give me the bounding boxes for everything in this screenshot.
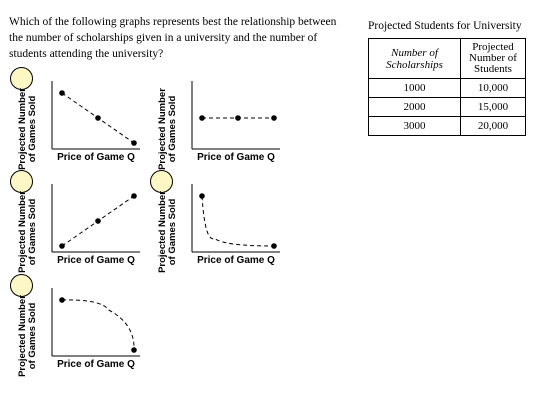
data-point [131,193,137,199]
data-point [199,115,205,121]
data-point [271,115,277,121]
table-header-row: Number of Scholarships Projected Number … [368,38,526,79]
data-point [131,347,137,353]
answer-option-2[interactable]: Projected Number of Games Sold Price of … [150,67,290,170]
table-title: Projected Students for University [368,20,522,32]
graph-decreasing-decay [191,184,280,253]
data-point [235,115,241,121]
option-radio-button[interactable] [150,170,173,193]
table-cell: 1000 [368,78,461,98]
table-row: 3000 20,000 [368,116,526,136]
x-axis-label: Price of Game Q [197,255,275,266]
answer-option-3[interactable]: Projected Number of Games Sold Price of … [10,170,150,273]
data-point [59,243,65,249]
data-point [131,140,137,146]
data-point [271,243,277,249]
header-scholarships: Number of Scholarships [368,38,461,79]
data-point [199,193,205,199]
students-table: Number of Scholarships Projected Number … [368,38,526,136]
table-cell: 20,000 [460,116,526,136]
graph-increasing-linear [51,184,140,253]
table-cell: 10,000 [460,78,526,98]
data-point [59,297,65,303]
series-curve [61,299,135,351]
data-point [95,218,101,224]
graph-decreasing-accelerating [51,288,140,357]
table-row: 1000 10,000 [368,78,526,98]
x-axis-label: Price of Game Q [57,152,135,163]
x-axis-label: Price of Game Q [57,359,135,370]
answer-option-4[interactable]: Projected Number of Games Sold Price of … [150,170,290,273]
graph-constant [191,81,280,150]
answer-option-5[interactable]: Projected Number of Games Sold Price of … [10,274,150,377]
data-point [95,115,101,121]
x-axis-label: Price of Game Q [57,255,135,266]
x-axis-label: Price of Game Q [197,152,275,163]
option-radio-button[interactable] [10,274,33,297]
header-students: Projected Number of Students [460,38,526,79]
answer-option-1[interactable]: Projected Number of Games Sold Price of … [10,67,150,170]
table-row: 2000 15,000 [368,97,526,117]
data-point [59,90,65,96]
question-text: Which of the following graphs represents… [9,16,337,60]
option-radio-button[interactable] [10,170,33,193]
table-cell: 3000 [368,116,461,136]
graph-decreasing-linear [51,81,140,150]
table-cell: 15,000 [460,97,526,117]
series-curve [201,195,275,247]
table-cell: 2000 [368,97,461,117]
option-radio-button[interactable] [10,67,33,90]
